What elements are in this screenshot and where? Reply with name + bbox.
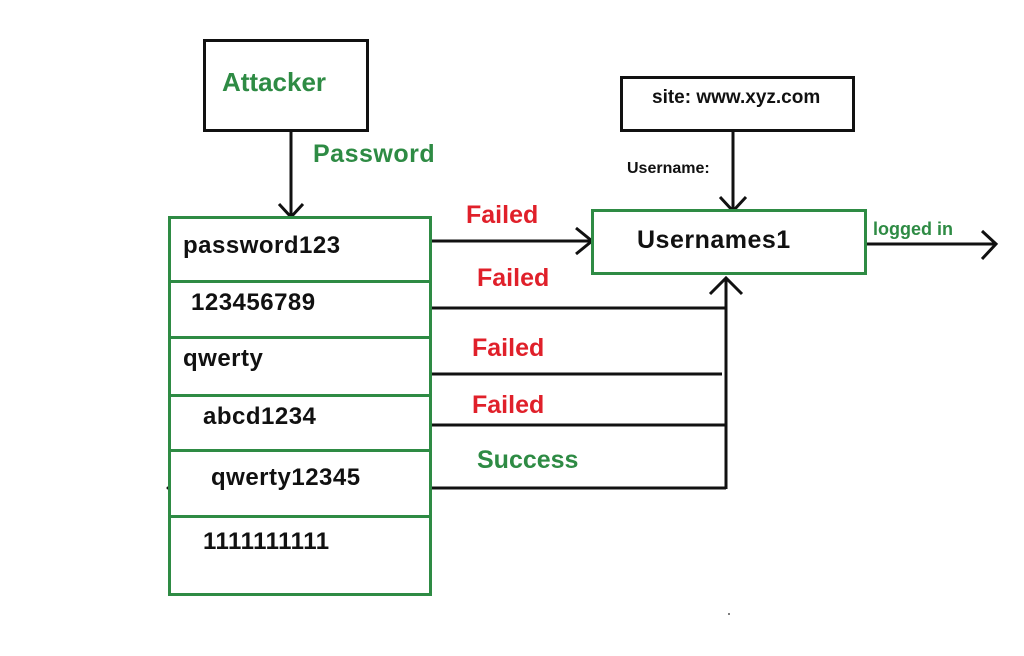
site-label: site: www.xyz.com xyxy=(652,87,821,108)
password-text: 1111111111 xyxy=(203,528,330,555)
password-row: abcd1234 xyxy=(171,397,429,452)
password-row: password123 xyxy=(171,219,429,283)
password-text: qwerty12345 xyxy=(211,464,361,491)
target-username-label: Usernames1 xyxy=(637,226,791,254)
password-row: qwerty12345 xyxy=(171,452,429,518)
result-label: Failed xyxy=(477,264,550,292)
logged-in-label: logged in xyxy=(873,219,953,239)
attempt-bus-arrowhead xyxy=(708,275,744,296)
result-label: Failed xyxy=(466,201,539,229)
password-text: password123 xyxy=(183,232,341,259)
site-box: site: www.xyz.com xyxy=(620,76,855,132)
password-row: qwerty xyxy=(171,339,429,397)
attacker-box: Attacker xyxy=(203,39,369,132)
result-label: Success xyxy=(477,446,579,474)
result-label: Failed xyxy=(472,334,545,362)
password-text: abcd1234 xyxy=(203,403,317,430)
target-username-box: Usernames1 xyxy=(591,209,867,275)
password-row: 123456789 xyxy=(171,283,429,339)
result-label: Failed xyxy=(472,391,545,419)
password-label: Password xyxy=(313,140,436,168)
password-row: 1111111111 xyxy=(171,518,429,593)
logged-in-arrowhead xyxy=(980,229,999,261)
password-list: password123 123456789 qwerty abcd1234 qw… xyxy=(168,216,432,596)
attacker-label: Attacker xyxy=(222,67,327,97)
stray-dot xyxy=(728,613,730,615)
username-label: Username: xyxy=(627,160,710,177)
password-text: qwerty xyxy=(183,345,264,372)
password-text: 123456789 xyxy=(191,289,316,316)
